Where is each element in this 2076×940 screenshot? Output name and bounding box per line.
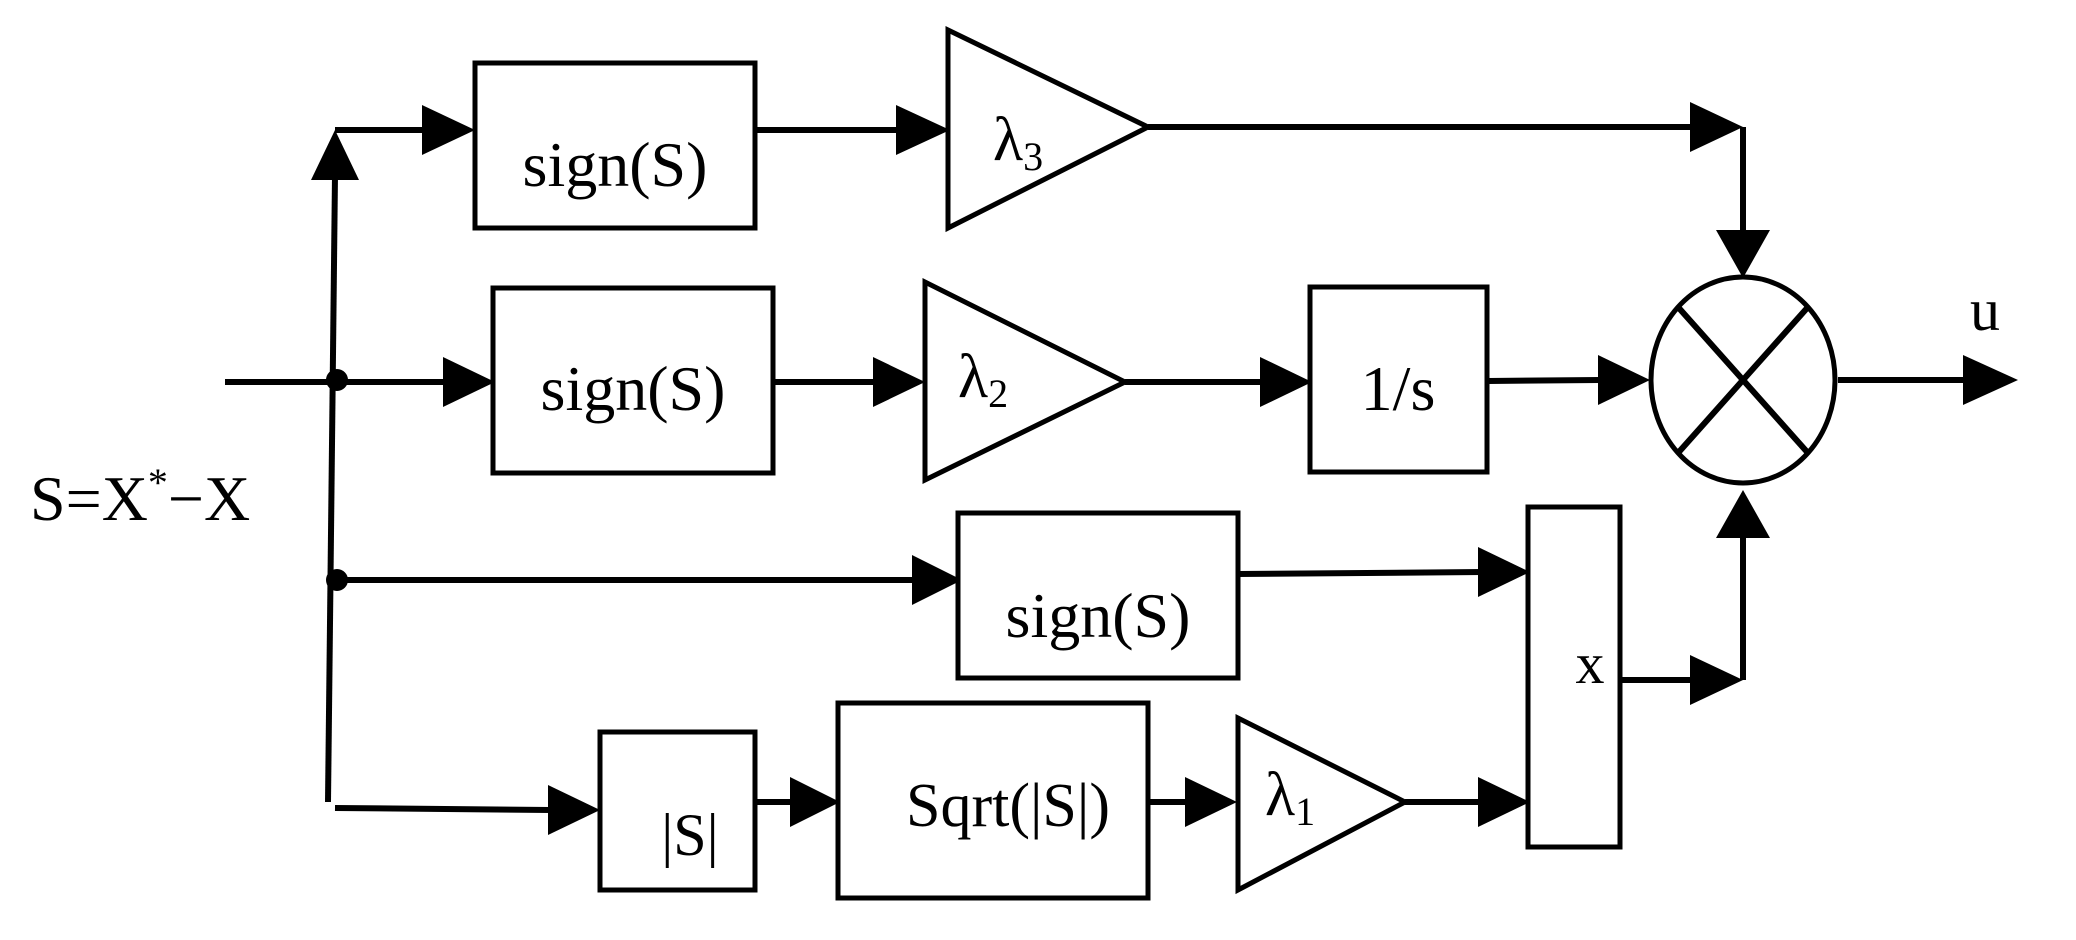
abs-label: |S| <box>661 802 718 868</box>
integrator-label: 1/s <box>1361 353 1436 424</box>
input-equation-rest: −X <box>168 463 250 534</box>
summing-junction <box>1648 274 1838 486</box>
arrowhead-into-junction-top <box>1716 230 1770 278</box>
gain-lambda2-label: λ2 <box>958 343 1008 416</box>
sign-block-lower <box>955 510 1241 681</box>
arrowhead-into-junction-left <box>1598 355 1650 405</box>
branch-node-upper <box>326 369 348 391</box>
junction-cross-line-b <box>1675 305 1811 455</box>
wire-sign-lower-to-multiplier <box>1237 569 1484 577</box>
arrowhead-into-lambda1 <box>1185 777 1237 827</box>
arrowhead-into-sign-middle <box>443 357 495 407</box>
lambda1-symbol: λ <box>1265 761 1295 829</box>
integrator-block <box>1307 284 1490 475</box>
lambda2-symbol: λ <box>958 343 988 411</box>
sign-block-lower-label: sign(S) <box>1006 580 1191 651</box>
lambda3-symbol: λ <box>993 106 1023 174</box>
arrowhead-bus-up <box>311 130 359 180</box>
arrowhead-into-junction-bottom <box>1716 490 1770 538</box>
lambda1-subscript: 1 <box>1295 789 1315 834</box>
gain-lambda1 <box>1235 713 1411 895</box>
gain-lambda3-label: λ3 <box>993 106 1043 179</box>
input-equation-superscript: * <box>148 460 168 505</box>
lambda2-subscript: 2 <box>988 371 1008 416</box>
arrowhead-into-sqrt <box>790 777 840 827</box>
multiplier-label: x <box>1576 631 1605 696</box>
arrowhead-top-horizontal <box>1690 102 1743 152</box>
arrowhead-into-abs <box>548 785 600 835</box>
sign-block-top-label: sign(S) <box>523 129 708 200</box>
output-label: u <box>1970 277 2000 343</box>
branch-bus <box>325 174 338 803</box>
sqrt-label: Sqrt(|S|) <box>906 772 1110 840</box>
arrowhead-into-lambda2 <box>873 357 925 407</box>
branch-node-lower <box>326 569 348 591</box>
sign-block-middle <box>490 285 776 476</box>
sign-block-middle-label: sign(S) <box>541 353 726 424</box>
sign-block-top <box>472 60 758 231</box>
multiplier-block <box>1525 504 1623 850</box>
wire-integrator-to-junction <box>1487 377 1601 384</box>
gain-lambda1-label: λ1 <box>1265 761 1315 834</box>
gain-lambda2 <box>922 277 1131 485</box>
abs-block <box>597 729 758 893</box>
arrowhead-into-multiplier-top <box>1478 547 1530 597</box>
arrowhead-into-multiplier-bottom <box>1478 777 1530 827</box>
arrowhead-output <box>1963 355 2018 405</box>
input-equation-base: S=X <box>30 463 148 534</box>
sqrt-block <box>835 700 1151 901</box>
wire-bus-to-abs <box>334 805 551 813</box>
gain-lambda3 <box>945 26 1154 233</box>
lambda3-subscript: 3 <box>1023 134 1043 179</box>
input-equation-label: S=X*−X <box>30 460 250 534</box>
arrowhead-into-lambda3 <box>896 105 950 155</box>
arrowhead-into-sign-top <box>422 105 475 155</box>
arrowhead-into-integrator <box>1260 357 1312 407</box>
arrowhead-into-sign-lower <box>912 555 962 605</box>
arrowhead-multiplier-out <box>1690 655 1743 705</box>
